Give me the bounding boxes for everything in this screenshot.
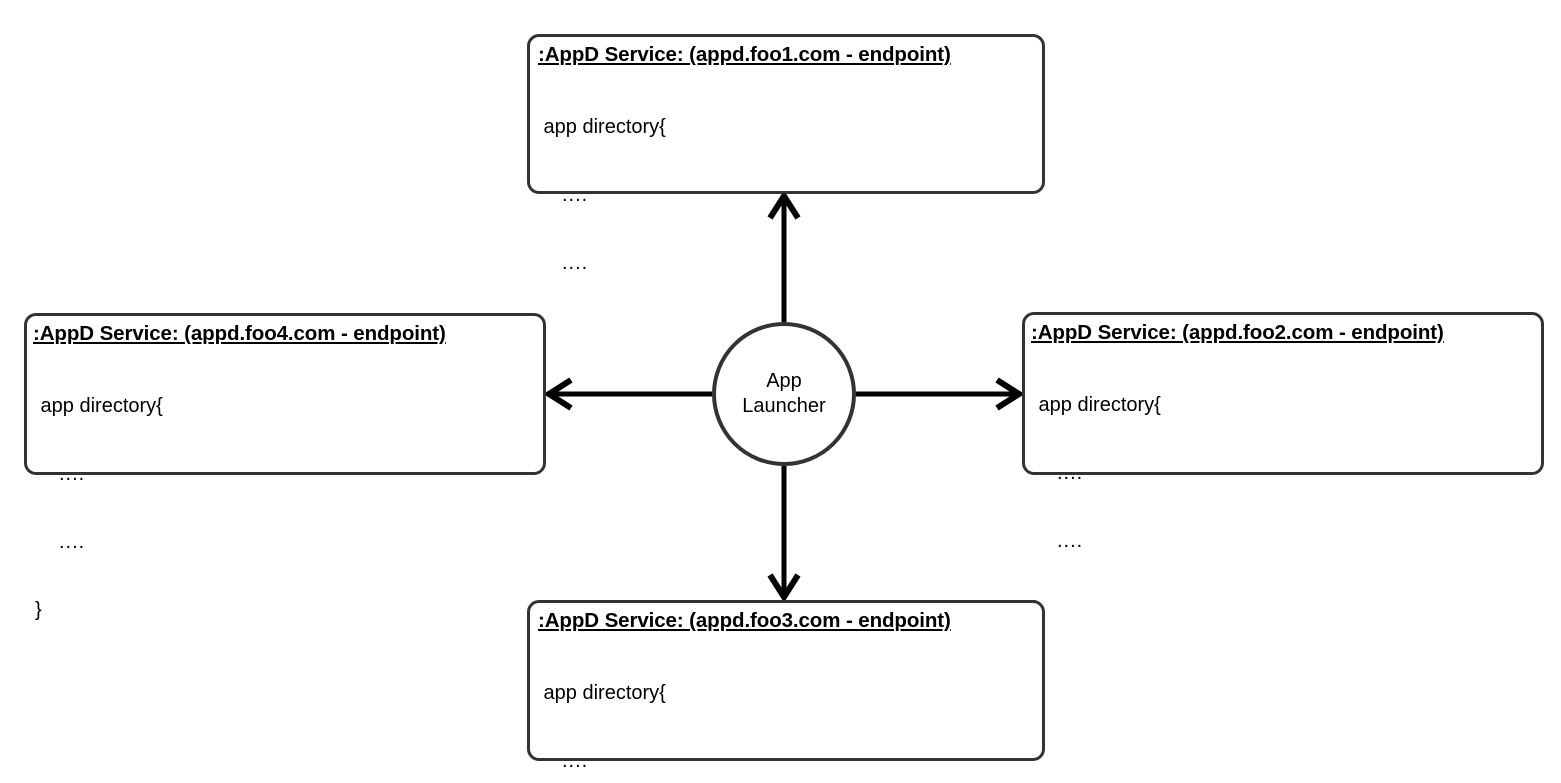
service-title-foo1: :AppD Service: (appd.foo1.com - endpoint… — [538, 43, 951, 66]
service-body-foo4: app directory{ .... .... } — [35, 346, 533, 664]
service-title-foo4: :AppD Service: (appd.foo4.com - endpoint… — [33, 322, 446, 345]
app-launcher-node[interactable]: App Launcher — [712, 322, 856, 466]
service-box-foo4[interactable]: :AppD Service: (appd.foo4.com - endpoint… — [24, 313, 546, 621]
body-line-dots-1: .... — [1057, 461, 1084, 484]
service-body-foo2: app directory{ .... .... } — [1033, 345, 1531, 663]
arrowhead-left-icon — [543, 377, 573, 411]
connector-to-foo2 — [856, 377, 1025, 411]
body-line-dots-1: .... — [562, 183, 589, 206]
body-line-dots-1: .... — [59, 462, 86, 485]
body-line-dots-2: .... — [1057, 529, 1084, 552]
service-title-foo3: :AppD Service: (appd.foo3.com - endpoint… — [538, 609, 951, 632]
body-line-dots-1: .... — [562, 749, 589, 772]
service-body-foo3: app directory{ .... .... } — [538, 633, 1032, 783]
connector-to-foo3 — [767, 466, 801, 603]
service-box-foo1[interactable]: :AppD Service: (appd.foo1.com - endpoint… — [527, 34, 1045, 342]
body-line-open: app directory{ — [1033, 393, 1161, 416]
service-box-foo2[interactable]: :AppD Service: (appd.foo2.com - endpoint… — [1022, 312, 1544, 620]
arrowhead-down-icon — [767, 573, 801, 603]
body-line-dots-2: .... — [562, 251, 589, 274]
connector-to-foo4 — [543, 377, 712, 411]
service-box-foo3[interactable]: :AppD Service: (appd.foo3.com - endpoint… — [527, 600, 1045, 772]
body-line-close: } — [1033, 595, 1531, 623]
body-line-open: app directory{ — [35, 394, 163, 417]
body-line-dots-2: .... — [59, 530, 86, 553]
arrowhead-right-icon — [995, 377, 1025, 411]
service-title-foo2: :AppD Service: (appd.foo2.com - endpoint… — [1031, 321, 1444, 344]
arrowhead-up-icon — [767, 190, 801, 220]
body-line-open: app directory{ — [538, 115, 666, 138]
body-line-close: } — [35, 598, 42, 621]
app-launcher-label: App Launcher — [742, 370, 826, 417]
connector-to-foo1 — [767, 190, 801, 322]
body-line-open: app directory{ — [538, 681, 666, 704]
